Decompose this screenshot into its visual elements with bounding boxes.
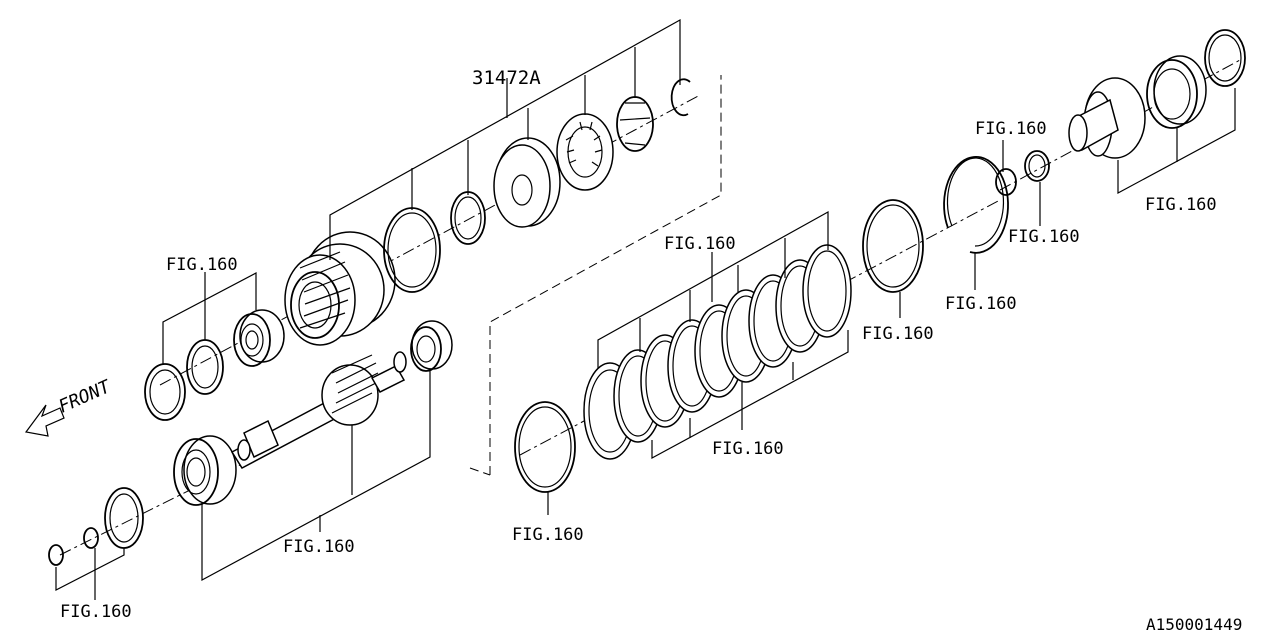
output-shaft xyxy=(230,351,407,469)
right-small-rings xyxy=(995,150,1050,196)
shaft-rear-bearing xyxy=(410,320,453,372)
part-number-label: 31472A xyxy=(472,67,541,89)
drum-seals xyxy=(383,191,486,293)
center-axes xyxy=(59,59,1241,556)
left-leaders xyxy=(55,272,431,600)
callout-front-ring: FIG.160 xyxy=(512,525,584,545)
rear-bearing xyxy=(1146,55,1207,129)
group-outline xyxy=(469,75,722,476)
callout-rear-bearing: FIG.160 xyxy=(1145,195,1217,215)
spring-retainer xyxy=(616,96,654,152)
callout-shaft: FIG.160 xyxy=(283,537,355,557)
clutch-drum xyxy=(284,231,396,346)
clutch-pack-leaders xyxy=(547,210,976,515)
rear-seal-ring xyxy=(1204,29,1246,87)
front-label: FRONT xyxy=(55,376,114,418)
clutch-pack xyxy=(514,199,924,493)
piston xyxy=(493,137,561,228)
callout-upper-left: FIG.160 xyxy=(166,255,238,275)
figure-code: A150001449 xyxy=(1146,615,1242,634)
part-31472A-leader xyxy=(329,18,681,260)
callout-small-ring-top: FIG.160 xyxy=(975,119,1047,139)
snap-ring-upper xyxy=(670,78,691,117)
large-snap-ring xyxy=(943,155,1009,254)
callout-clutch-top: FIG.160 xyxy=(664,234,736,254)
callout-large-snap-ring: FIG.160 xyxy=(945,294,1017,314)
front-arrow-icon xyxy=(24,404,65,437)
right-leaders xyxy=(1002,88,1236,226)
callout-bottom-left: FIG.160 xyxy=(60,602,132,622)
drum-bearing xyxy=(233,309,285,367)
callout-pressure-plate: FIG.160 xyxy=(862,324,934,344)
callout-clutch-bottom: FIG.160 xyxy=(712,439,784,459)
upper-left-rings xyxy=(144,339,224,421)
callout-small-ring-bottom: FIG.160 xyxy=(1008,227,1080,247)
return-spring xyxy=(556,113,614,191)
output-shaft-bearing xyxy=(173,435,237,506)
lower-left-rings xyxy=(48,487,144,566)
rear-housing xyxy=(1068,77,1146,159)
